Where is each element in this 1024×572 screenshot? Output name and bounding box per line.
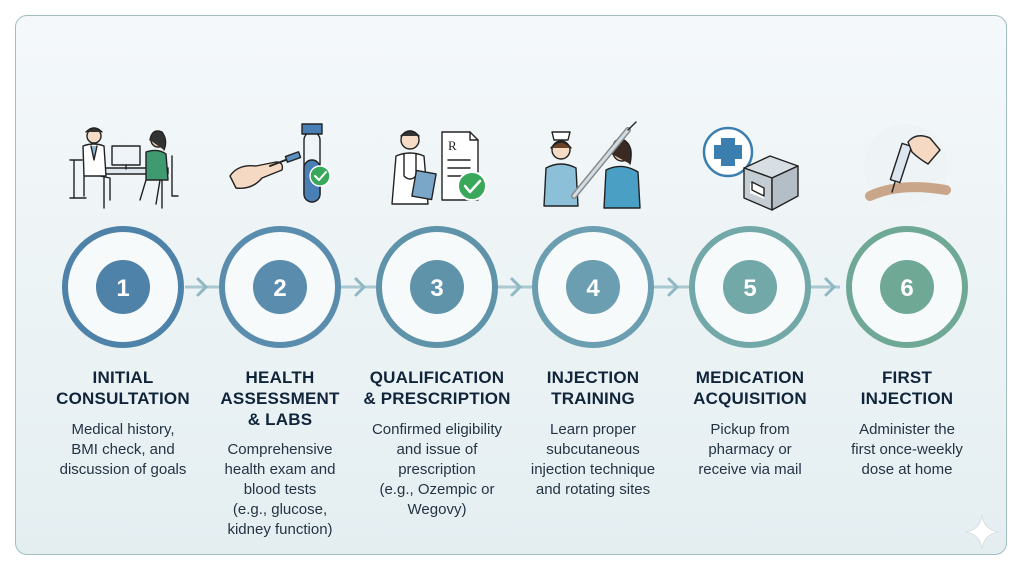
self-injection-icon xyxy=(864,124,951,208)
blood-test-icon xyxy=(229,123,331,203)
description-line: pharmacy or xyxy=(708,441,792,458)
description-line: prescription xyxy=(398,461,476,478)
step-5-description: Pickup from pharmacy or receive via mail xyxy=(650,420,850,480)
title-line: CONSULTATION xyxy=(56,389,190,408)
arrowhead xyxy=(196,277,209,297)
svg-text:R: R xyxy=(448,138,457,153)
description-line: dose at home xyxy=(861,461,953,478)
step-number: 3 xyxy=(430,275,443,302)
step-5-circle: 5 xyxy=(689,226,811,348)
description-line: Pickup from xyxy=(710,421,790,438)
step-6-description: Administer the first once-weekly dose at h… xyxy=(807,420,1007,480)
title-line: & PRESCRIPTION xyxy=(363,389,511,408)
step-2-circle: 2 xyxy=(219,226,341,348)
title-line: TRAINING xyxy=(551,389,635,408)
description-line: health exam and xyxy=(224,461,336,478)
description-line: first once-weekly xyxy=(851,441,963,458)
description-line: (e.g., glucose, xyxy=(232,501,328,518)
title-line: ASSESSMENT xyxy=(220,389,340,408)
title-line: & LABS xyxy=(247,410,313,429)
description-line: and issue of xyxy=(396,441,478,458)
description-line: Medical history, xyxy=(71,421,175,438)
description-line: receive via mail xyxy=(698,461,802,478)
step-number: 2 xyxy=(273,275,286,302)
step-3-circle: 3 xyxy=(376,226,498,348)
title-line: INJECTION xyxy=(546,368,640,387)
description-line: Comprehensive xyxy=(227,441,333,458)
step-5-title: MEDICATION ACQUISITION xyxy=(650,367,850,409)
description-line: Wegovy) xyxy=(407,501,467,518)
description-line: subcutaneous xyxy=(546,441,640,458)
step-4-circle: 4 xyxy=(532,226,654,348)
step-number: 5 xyxy=(743,275,756,302)
step-4-title: INJECTION TRAINING xyxy=(493,367,693,409)
step-3-title: QUALIFICATION & PRESCRIPTION xyxy=(337,367,537,409)
step-6-title: FIRST INJECTION xyxy=(807,367,1007,409)
description-line: Confirmed eligibility xyxy=(371,421,503,438)
step-4-description: Learn proper subcutaneous injection techni… xyxy=(493,420,693,500)
title-line: INITIAL xyxy=(92,368,154,387)
description-line: BMI check, and xyxy=(71,441,175,458)
title-line: MEDICATION xyxy=(695,368,805,387)
title-line: QUALIFICATION xyxy=(369,368,505,387)
step-1-title: INITIAL CONSULTATION xyxy=(23,367,223,409)
title-line: ACQUISITION xyxy=(693,389,807,408)
description-line: blood tests xyxy=(243,481,317,498)
description-line: Learn proper xyxy=(550,421,636,438)
nurse-training-icon xyxy=(543,121,641,209)
description-line: kidney function) xyxy=(227,521,333,538)
sparkle-icon xyxy=(964,514,1000,550)
step-1-description: Medical history, BMI check, and discussion… xyxy=(23,420,223,480)
description-line: injection technique xyxy=(530,461,656,478)
step-3-description: Confirmed eligibility and issue of prescri… xyxy=(337,420,537,520)
step-number: 6 xyxy=(900,275,913,302)
pharmacy-package-icon xyxy=(702,126,799,211)
step-number: 4 xyxy=(586,275,600,302)
title-line: FIRST xyxy=(881,368,933,387)
description-line: discussion of goals xyxy=(59,461,187,478)
step-number: 1 xyxy=(116,275,129,302)
description-line: Administer the xyxy=(859,421,955,438)
description-line: and rotating sites xyxy=(535,481,651,498)
step-2-description: Comprehensive health exam and blood tests (… xyxy=(180,440,380,540)
connector-arrows xyxy=(196,277,837,297)
step-2-title: HEALTH ASSESSMENT & LABS xyxy=(180,367,380,430)
step-1-circle: 1 xyxy=(62,226,184,348)
step-6-circle: 6 xyxy=(846,226,968,348)
arrowhead xyxy=(510,277,523,297)
arrowhead xyxy=(824,277,837,297)
doctor-patient-consultation-icon xyxy=(69,127,179,209)
description-line: (e.g., Ozempic or xyxy=(379,481,495,498)
title-line: HEALTH xyxy=(245,368,315,387)
doctor-prescription-icon: R xyxy=(391,130,487,205)
arrowhead xyxy=(354,277,367,297)
title-line: INJECTION xyxy=(860,389,954,408)
arrowhead xyxy=(667,277,680,297)
